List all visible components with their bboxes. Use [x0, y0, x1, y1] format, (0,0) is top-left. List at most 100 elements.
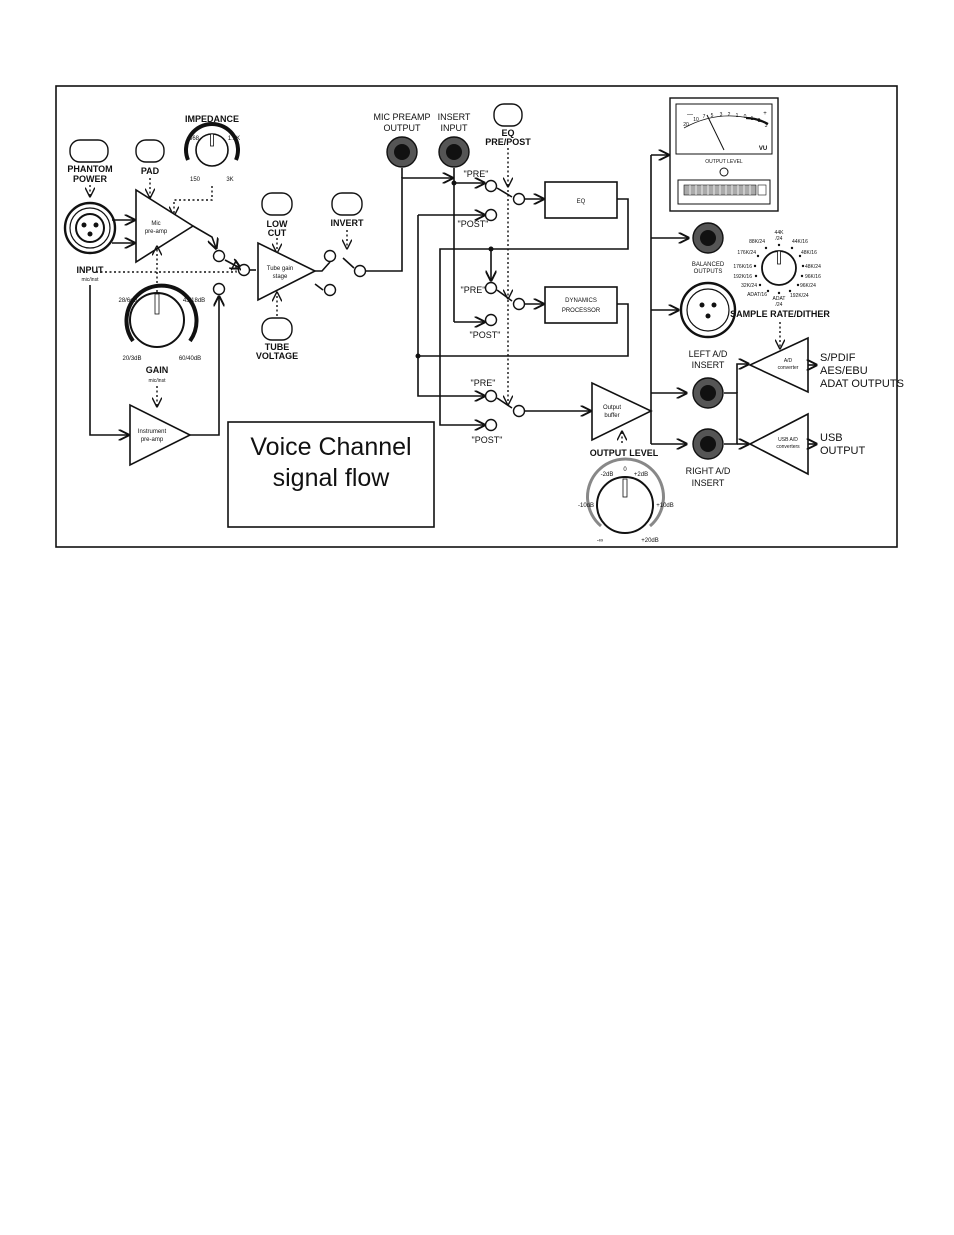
sr-tick-48k-24: 48K/24 — [805, 264, 821, 270]
sr-tick-192k-16: 192K/16 — [733, 274, 752, 280]
invert-switch-top[interactable] — [323, 249, 337, 263]
title-line2: signal flow — [273, 464, 391, 492]
impedance-tick-1-2k: 1.2K — [228, 136, 240, 142]
sr-tick-48k-16: 48K/16 — [801, 250, 817, 256]
eq-pre-post-button[interactable] — [493, 103, 523, 127]
output-level-label: OUTPUT LEVEL — [590, 448, 659, 458]
sr-tick-44k-16: 44K/16 — [792, 239, 808, 245]
tube-voltage-button[interactable] — [261, 317, 293, 341]
left-ad-insert-jack[interactable] — [692, 377, 724, 409]
vu-scale-5: 5 — [711, 113, 714, 119]
eq-block — [544, 181, 618, 219]
impedance-knob[interactable]: IMPEDANCE 368 1.2K 150 3K — [184, 114, 240, 183]
out-pre-label: "PRE" — [471, 378, 496, 388]
vu-scale-3b: 3 — [765, 123, 768, 129]
vu-plus: + — [763, 111, 767, 117]
vu-scale-1b: 1 — [751, 116, 754, 122]
impedance-label: IMPEDANCE — [185, 114, 239, 124]
gain-tick-43: 43/18dB — [183, 298, 205, 304]
pad-label: PAD — [141, 166, 160, 176]
sr-tick-adat-24: ADAT/24 — [773, 296, 786, 308]
sr-tick-adat-16: ADAT/16 — [747, 292, 767, 298]
insert-input-jack[interactable] — [438, 136, 470, 168]
sr-tick-44k-24: 44K/24 — [775, 230, 785, 242]
pad-button[interactable] — [135, 139, 165, 163]
output-tick-minus10: -10dB — [578, 503, 594, 509]
sr-tick-96k-24: 96K/24 — [800, 283, 816, 289]
invert-out-node — [353, 264, 367, 278]
output-tick-plus2: +2dB — [634, 472, 648, 478]
tube-input-node — [237, 263, 251, 277]
mic-inst-switch-bot[interactable] — [212, 282, 226, 296]
eq-pre-label: "PRE" — [464, 169, 489, 179]
gain-tick-20: 20/3dB — [122, 356, 141, 362]
invert-label: INVERT — [330, 218, 364, 228]
vu-output-level: OUTPUT LEVEL — [705, 159, 743, 165]
out-post-label: "POST" — [472, 435, 503, 445]
output-buffer-block — [591, 381, 653, 442]
out-post-switch[interactable] — [484, 418, 498, 432]
vu-scale-2: 2 — [728, 112, 731, 118]
dyn-switch-out — [512, 297, 526, 311]
mic-preamp-output-jack[interactable] — [386, 136, 418, 168]
input-combo-jack[interactable] — [63, 201, 117, 255]
vu-scale-3: 3 — [720, 112, 723, 118]
impedance-tick-150: 150 — [190, 177, 201, 183]
invert-button[interactable] — [331, 192, 363, 216]
vu-minus: — — [687, 112, 693, 118]
gain-knob[interactable]: 28/6dB 43/18dB 20/3dB 60/40dB GAIN mic/i… — [118, 283, 205, 384]
xlr-output-jack[interactable] — [679, 281, 737, 339]
title-line1: Voice Channel — [250, 433, 411, 461]
input-sub-label: mic/inst — [82, 277, 100, 283]
out-pre-switch[interactable] — [484, 389, 498, 403]
gain-tick-60: 60/40dB — [179, 356, 201, 362]
mic-inst-switch-top[interactable] — [212, 249, 226, 263]
title-box: Voice Channel signal flow — [227, 421, 435, 528]
impedance-tick-3k: 3K — [226, 177, 233, 183]
output-tick-minus2: -2dB — [601, 472, 614, 478]
output-tick-plus10: +10dB — [656, 503, 674, 509]
sr-tick-176k-16: 176K/16 — [733, 264, 752, 270]
impedance-tick-368: 368 — [189, 136, 200, 142]
dyn-pre-switch[interactable] — [484, 281, 498, 295]
low-cut-button[interactable] — [261, 192, 293, 216]
eq-pre-switch[interactable] — [484, 179, 498, 193]
dyn-pre-label: "PRE" — [461, 285, 486, 295]
sample-rate-label: SAMPLE RATE/DITHER — [730, 309, 830, 319]
sr-tick-32k-24: 32K/24 — [741, 283, 757, 289]
balanced-output-jack[interactable] — [692, 222, 724, 254]
vu-scale-7: 7 — [703, 114, 706, 120]
invert-switch-bot[interactable] — [323, 283, 337, 297]
vu-scale-2b: 2 — [758, 118, 761, 124]
right-ad-insert-jack[interactable] — [692, 428, 724, 460]
phantom-power-button[interactable] — [69, 139, 109, 163]
eq-block-label: EQ — [577, 199, 586, 205]
vu-meter: — + 20 10 7 5 3 2 1 0 1 2 3 VU OUTPUT LE… — [669, 97, 779, 212]
output-tick-minus-inf: -∞ — [597, 538, 603, 544]
out-switch-out — [512, 404, 526, 418]
sample-rate-knob[interactable]: 44K/24 88K/24 44K/16 176K/24 48K/16 176K… — [733, 230, 821, 308]
dynamics-block — [544, 286, 618, 324]
mic-preamp-block — [135, 188, 195, 264]
gain-label: GAIN — [146, 365, 169, 375]
eq-post-label: "POST" — [458, 219, 489, 229]
gain-sub-label: mic/inst — [149, 378, 167, 384]
output-level-knob[interactable]: -2dB 0 +2dB -10dB +10dB -∞ +20dB — [578, 457, 674, 544]
dyn-post-switch[interactable] — [484, 313, 498, 327]
instrument-preamp-block — [129, 403, 192, 467]
